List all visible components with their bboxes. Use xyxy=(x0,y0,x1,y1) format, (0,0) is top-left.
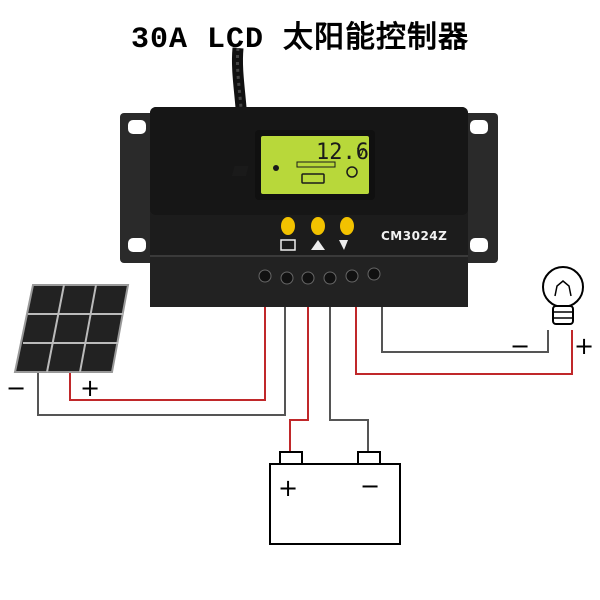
battery-plus-sign: + xyxy=(278,474,299,502)
battery-negative-wire xyxy=(329,300,369,452)
load-positive-wire xyxy=(355,300,573,375)
battery-positive-wire xyxy=(289,300,309,462)
model-number: CM3024Z xyxy=(381,229,448,243)
button-3[interactable] xyxy=(340,217,354,235)
terminal-4 xyxy=(323,271,337,285)
battery-minus-sign: − xyxy=(360,472,381,500)
lcd-icons xyxy=(231,161,358,184)
control-buttons xyxy=(280,217,354,251)
battery xyxy=(269,451,401,545)
button-1-icon xyxy=(280,239,296,251)
terminal-2 xyxy=(280,271,294,285)
terminal-3 xyxy=(301,271,315,285)
panel-positive-wire xyxy=(69,300,266,401)
terminal-block xyxy=(258,267,381,285)
load-plus-sign: + xyxy=(574,332,595,360)
wires xyxy=(37,300,573,462)
lcd-voltage-unit: V xyxy=(357,146,365,159)
terminal-6 xyxy=(367,267,381,281)
button-2-icon xyxy=(311,240,325,250)
terminal-1 xyxy=(258,269,272,283)
panel-plus-sign: + xyxy=(80,374,101,402)
terminal-5 xyxy=(345,269,359,283)
panel-negative-wire xyxy=(37,300,286,416)
panel-minus-sign: − xyxy=(6,374,27,402)
light-bulb-icon xyxy=(542,266,584,325)
load-negative-wire xyxy=(381,300,549,353)
button-2[interactable] xyxy=(311,217,325,235)
button-3-icon xyxy=(339,240,348,250)
load-minus-sign: − xyxy=(510,332,531,360)
diagram-title: 30A LCD 太阳能控制器 xyxy=(130,23,470,57)
lcd-screen xyxy=(261,136,369,194)
lcd-voltage-reading: 12.6 xyxy=(316,140,369,165)
button-1[interactable] xyxy=(281,217,295,235)
solar-panel xyxy=(13,284,130,373)
